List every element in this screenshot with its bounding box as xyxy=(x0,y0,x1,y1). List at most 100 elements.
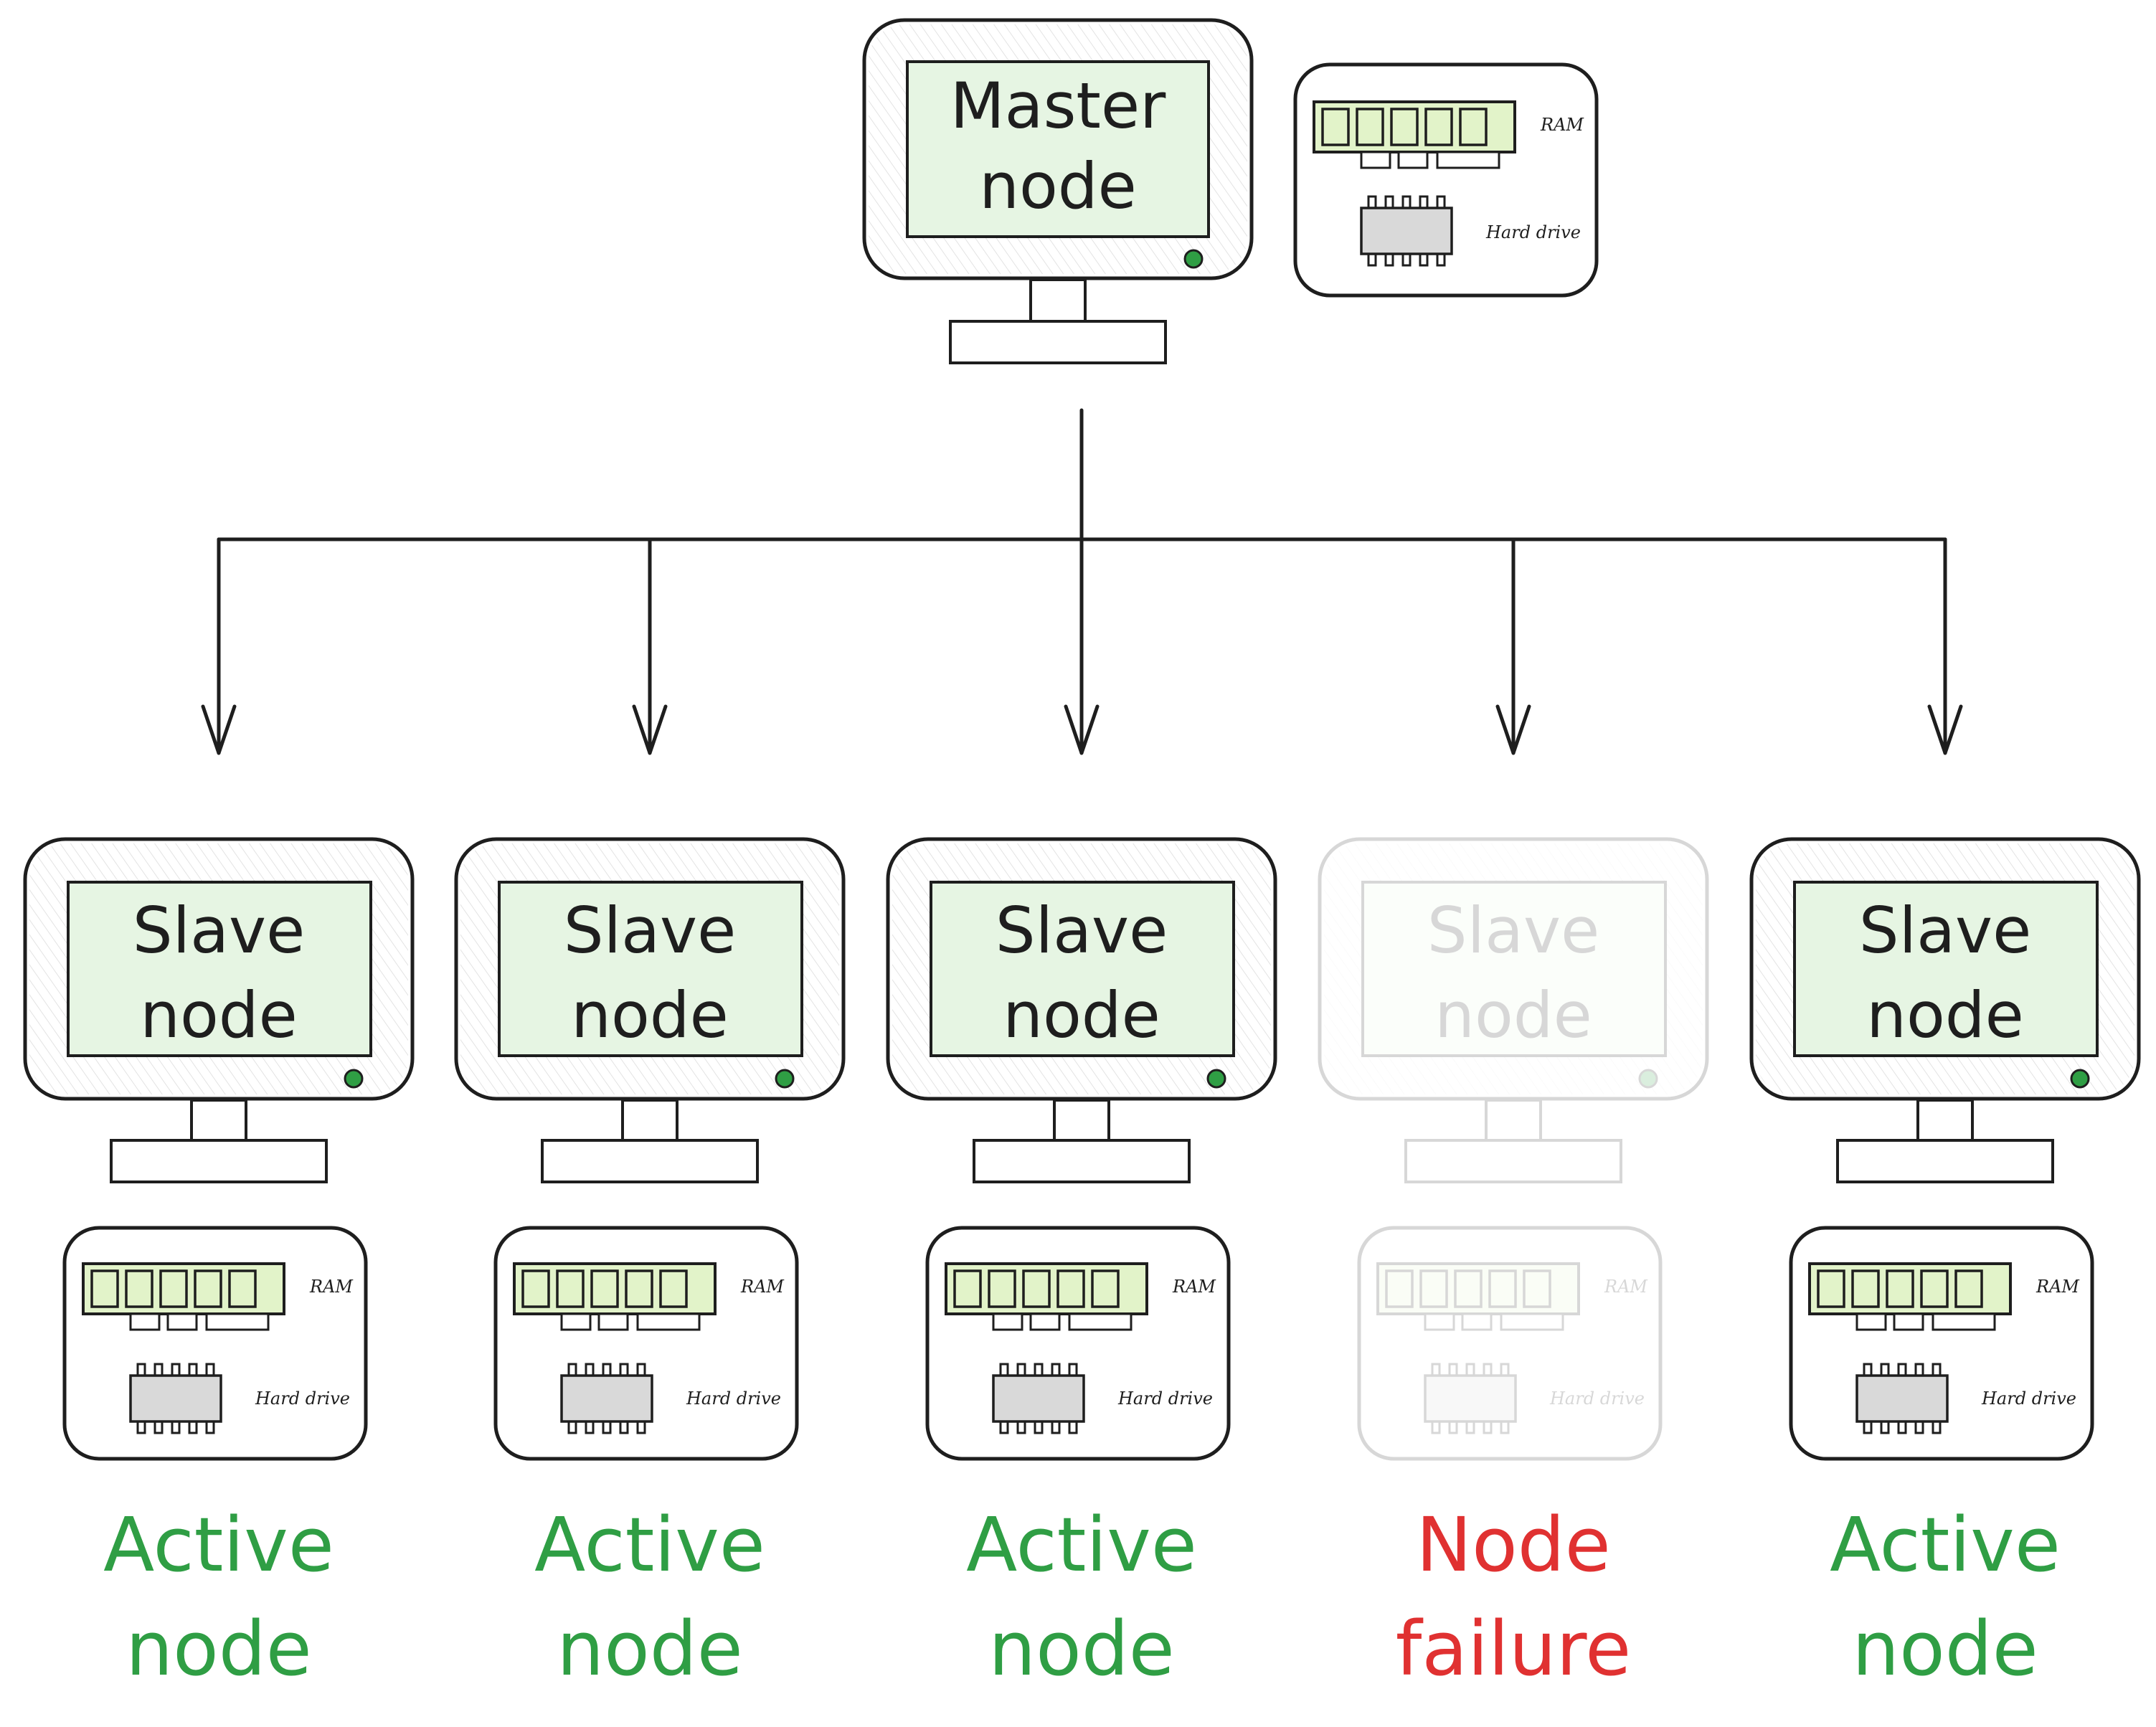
power-led-icon xyxy=(1183,249,1204,269)
hard-drive-icon xyxy=(1360,195,1453,267)
node-status-line2: node xyxy=(1852,1605,2038,1693)
ram-icon xyxy=(1313,100,1516,169)
slave-hardware-box: RAM Hard drive xyxy=(62,1226,368,1461)
slave-screen-line1: Slave xyxy=(1427,894,1599,967)
slave-hardware-box: RAM Hard drive xyxy=(1789,1226,2094,1461)
node-status-line1: Node xyxy=(1416,1501,1610,1589)
monitor-base xyxy=(110,1139,328,1183)
monitor-base xyxy=(1836,1139,2054,1183)
ram-label: RAM xyxy=(2036,1277,2080,1297)
node-status: Active node xyxy=(534,1501,765,1693)
hard-drive-label: Hard drive xyxy=(1549,1388,1645,1409)
ram-label: RAM xyxy=(309,1277,354,1297)
slave-monitor: Slave node xyxy=(886,837,1277,1183)
slave-hardware-box: RAM Hard drive xyxy=(493,1226,799,1461)
slave-screen-line2: node xyxy=(140,978,298,1052)
ram-icon xyxy=(513,1262,717,1331)
slave-screen-line2: node xyxy=(571,978,729,1052)
power-led-icon xyxy=(1638,1069,1658,1089)
master-node: Master node xyxy=(862,18,1254,364)
monitor-base xyxy=(1404,1139,1622,1183)
power-led-icon xyxy=(775,1069,795,1089)
monitor-base xyxy=(541,1139,759,1183)
slave-monitor: Slave node xyxy=(1318,837,1709,1183)
ram-icon xyxy=(1808,1262,2012,1331)
hard-drive-icon xyxy=(129,1363,222,1434)
slave-monitor: Slave node xyxy=(1749,837,2141,1183)
node-status-line1: Active xyxy=(1830,1501,2061,1589)
ram-label: RAM xyxy=(1172,1277,1216,1297)
slave-hardware-box: RAM Hard drive xyxy=(1357,1226,1663,1461)
arrow-to-slave-3 xyxy=(1064,537,1100,755)
ram-icon xyxy=(82,1262,285,1331)
monitor-neck xyxy=(1916,1099,1974,1142)
master-screen-line2: node xyxy=(979,149,1137,223)
monitor-base xyxy=(949,320,1167,364)
node-status: Active node xyxy=(1830,1501,2061,1693)
power-led-icon xyxy=(1206,1069,1226,1089)
arrow-to-slave-5 xyxy=(1927,537,1963,755)
master-hardware: RAM Hard drive xyxy=(1293,62,1599,298)
hard-drive-icon xyxy=(1424,1363,1517,1434)
hard-drive-label: Hard drive xyxy=(1485,222,1581,242)
slave-screen-line1: Slave xyxy=(564,894,736,967)
slave-screen-line2: node xyxy=(1003,978,1160,1052)
hard-drive-label: Hard drive xyxy=(255,1388,350,1409)
power-led-icon xyxy=(2070,1069,2090,1089)
monitor-neck xyxy=(621,1099,679,1142)
master-screen-line1: Master xyxy=(950,69,1166,143)
master-monitor: Master node xyxy=(862,18,1254,364)
slave-screen-line1: Slave xyxy=(1859,894,2031,967)
connectors xyxy=(201,408,1963,755)
hard-drive-label: Hard drive xyxy=(686,1388,781,1409)
node-status-line1: Active xyxy=(966,1501,1197,1589)
hard-drive-icon xyxy=(560,1363,653,1434)
ram-label: RAM xyxy=(740,1277,785,1297)
power-led-icon xyxy=(344,1069,364,1089)
monitor-neck xyxy=(1029,278,1087,323)
hard-drive-label: Hard drive xyxy=(1981,1388,2076,1409)
node-status: Node failure xyxy=(1396,1501,1632,1693)
arrow-to-slave-2 xyxy=(632,537,668,755)
hard-drive-icon xyxy=(1855,1363,1949,1434)
arrow-to-slave-1 xyxy=(201,537,237,755)
monitor-neck xyxy=(1485,1099,1542,1142)
ram-icon xyxy=(1376,1262,1580,1331)
hard-drive-label: Hard drive xyxy=(1117,1388,1213,1409)
slave-monitor: Slave node xyxy=(23,837,415,1183)
ram-icon xyxy=(945,1262,1148,1331)
slave-screen-line1: Slave xyxy=(996,894,1168,967)
slave-monitor: Slave node xyxy=(454,837,846,1183)
node-status: Active node xyxy=(966,1501,1197,1693)
node-status-line2: node xyxy=(988,1605,1175,1693)
node-status: Active node xyxy=(103,1501,334,1693)
slave-hardware-box: RAM Hard drive xyxy=(925,1226,1231,1461)
node-status-line2: node xyxy=(557,1605,743,1693)
node-status-line1: Active xyxy=(103,1501,334,1589)
hard-drive-icon xyxy=(992,1363,1085,1434)
ram-label: RAM xyxy=(1540,115,1584,135)
monitor-neck xyxy=(190,1099,247,1142)
monitor-neck xyxy=(1053,1099,1110,1142)
arrow-to-slave-4 xyxy=(1495,537,1531,755)
node-status-line1: Active xyxy=(534,1501,765,1589)
slave-screen-line2: node xyxy=(1434,978,1592,1052)
node-status-line2: node xyxy=(126,1605,312,1693)
node-status-line2: failure xyxy=(1396,1605,1632,1693)
slave-screen-line2: node xyxy=(1866,978,2024,1052)
ram-label: RAM xyxy=(1604,1277,1648,1297)
monitor-base xyxy=(973,1139,1191,1183)
slave-screen-line1: Slave xyxy=(133,894,305,967)
